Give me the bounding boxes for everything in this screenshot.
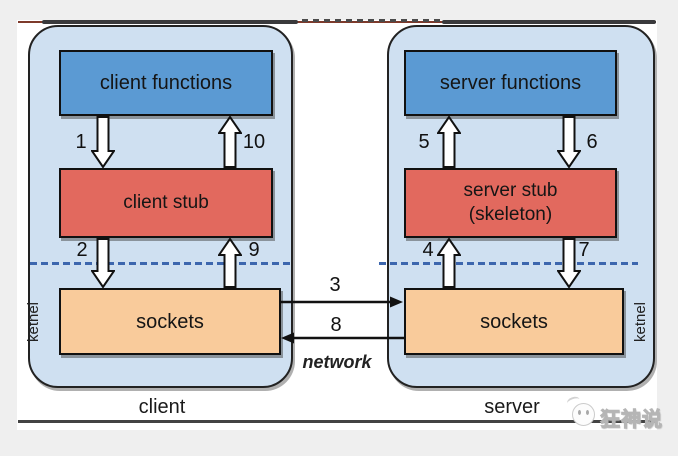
step-2-arrow-down-icon bbox=[91, 238, 115, 288]
top-cropped-segment-dotted bbox=[302, 19, 440, 22]
step-label-9: 9 bbox=[248, 239, 260, 261]
step-8-arrow-left-icon bbox=[281, 332, 404, 344]
logo-eye-icon bbox=[586, 410, 589, 415]
server-stub-box: server stub (skeleton) bbox=[404, 168, 617, 238]
client-caption: client bbox=[138, 396, 186, 418]
server-sockets-label: sockets bbox=[480, 310, 548, 333]
step-label-1: 1 bbox=[75, 131, 87, 153]
step-10-arrow-up-icon bbox=[218, 116, 242, 168]
server-caption: server bbox=[484, 396, 540, 418]
client-sockets-box: sockets bbox=[59, 288, 281, 355]
client-functions-label: client functions bbox=[99, 72, 233, 94]
step-label-8: 8 bbox=[330, 314, 342, 336]
server-sockets-box: sockets bbox=[404, 288, 624, 355]
client-functions-box: client functions bbox=[59, 50, 273, 116]
client-sockets-label: sockets bbox=[136, 310, 204, 333]
top-cropped-segment-left bbox=[42, 20, 298, 24]
step-label-3: 3 bbox=[329, 274, 341, 296]
step-label-5: 5 bbox=[418, 131, 430, 153]
step-4-arrow-up-icon bbox=[437, 238, 461, 288]
step-6-arrow-down-icon bbox=[557, 116, 581, 168]
watermark-logo-icon bbox=[572, 403, 595, 426]
step-5-arrow-up-icon bbox=[437, 116, 461, 168]
step-3-arrow-right-icon bbox=[280, 296, 403, 308]
client-stub-label: client stub bbox=[123, 192, 209, 213]
logo-eye-icon bbox=[578, 410, 581, 415]
server-functions-label: server functions bbox=[439, 72, 582, 94]
top-cropped-line bbox=[18, 21, 656, 23]
server-kernel-label: ketnel bbox=[632, 301, 649, 343]
step-label-6: 6 bbox=[586, 131, 598, 153]
server-functions-box: server functions bbox=[404, 50, 617, 116]
step-1-arrow-down-icon bbox=[91, 116, 115, 168]
watermark: 狂神说 bbox=[562, 394, 674, 432]
step-label-7: 7 bbox=[578, 239, 590, 261]
step-7-arrow-down-icon bbox=[557, 238, 581, 288]
server-kernel-boundary-dashed-line bbox=[379, 262, 638, 265]
client-kernel-boundary-dashed-line bbox=[30, 262, 291, 265]
step-label-4: 4 bbox=[422, 239, 434, 261]
client-kernel-label: ketnel bbox=[25, 301, 42, 343]
server-stub-label-line1: server stub bbox=[463, 180, 558, 201]
watermark-text: 狂神说 bbox=[600, 409, 663, 432]
top-cropped-segment-right bbox=[442, 20, 656, 24]
server-stub-label-line2: (skeleton) bbox=[468, 204, 553, 225]
client-stub-box: client stub bbox=[59, 168, 273, 238]
step-label-10: 10 bbox=[242, 131, 266, 153]
bottom-divider-line bbox=[18, 420, 656, 423]
step-9-arrow-up-icon bbox=[218, 238, 242, 288]
network-label: network bbox=[302, 352, 372, 372]
step-label-2: 2 bbox=[76, 239, 88, 261]
